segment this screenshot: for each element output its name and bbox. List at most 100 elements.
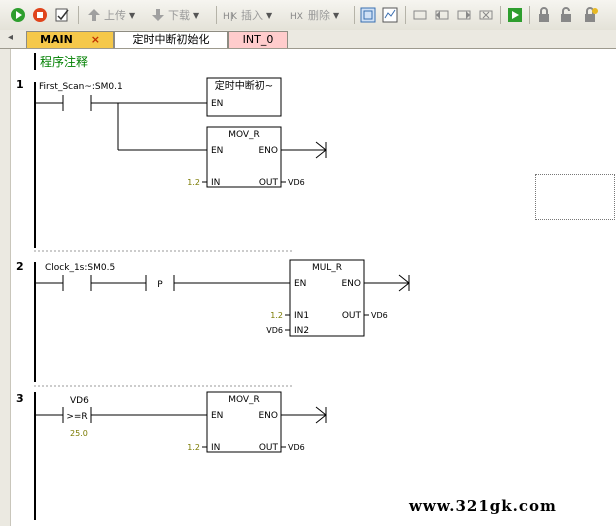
run-icon [10,7,26,23]
in2-pin: IN2 [294,326,309,336]
toolbar-separator [405,6,406,24]
eno-pin: ENO [258,411,278,421]
in1-pin: IN1 [294,311,309,321]
in-value[interactable]: 1.2 [187,178,200,187]
next-bookmark-button[interactable] [456,6,472,24]
toolbar-separator [500,6,501,24]
remove-bookmarks-icon [478,7,494,23]
positive-edge-contact[interactable]: P [145,275,175,291]
out-value[interactable]: VD6 [371,311,388,320]
insert-icon: H|K [223,7,239,23]
go-button[interactable] [507,6,523,24]
svg-text:HX: HX [290,12,303,22]
left-margin-bar [0,49,11,526]
subroutine-call-title: 定时中断初~ [215,79,273,92]
download-label: 下载 [168,9,190,22]
compile-button[interactable] [54,6,70,24]
program-comment[interactable]: 程序注释 [34,53,88,70]
subroutine-en-pin: EN [211,99,223,109]
chevron-left-icon[interactable]: ◂ [8,32,14,43]
chevron-down-icon[interactable]: ▼ [129,10,136,20]
mov-r-title: MOV_R [228,395,260,405]
mul-r-title: MUL_R [312,263,342,273]
edge-p-label: P [157,280,163,290]
coil-end-icon [398,274,410,292]
toolbar-separator [78,6,79,24]
stop-button[interactable] [32,6,48,24]
mul-r-box[interactable]: MUL_R EN ENO IN1 IN2 OUT [289,259,365,337]
contact-label: First_Scan~:SM0.1 [39,82,123,92]
lock-add-icon [582,7,598,23]
chevron-down-icon[interactable]: ▼ [333,10,340,20]
coil-end-icon [315,141,327,159]
delete-label: 删除 [308,9,330,22]
chevron-down-icon[interactable]: ▼ [193,10,200,20]
tab-main[interactable]: MAIN × [26,31,114,48]
watermark: www.321gk.com [409,497,557,515]
tab-bar: ◂ MAIN × 定时中断初始化 INT_0 [0,30,616,49]
insert-button[interactable]: H|K 插入 ▼ [223,6,272,24]
arrow-down-icon [150,7,166,23]
download-button[interactable]: 下载 ▼ [150,6,199,24]
chart-status-icon [382,7,398,23]
tab-int0[interactable]: INT_0 [228,31,288,48]
tab-timer-interrupt-init-label: 定时中断初始化 [132,33,210,46]
contact-clock-1s[interactable] [35,275,92,291]
run-button[interactable] [10,6,26,24]
prev-bookmark-icon [434,7,450,23]
en-pin: EN [211,411,223,421]
chart-status-button[interactable] [382,6,398,24]
program-status-button[interactable] [360,6,376,24]
tab-timer-interrupt-init[interactable]: 定时中断初始化 [114,31,228,48]
toolbar-separator [529,6,530,24]
mov-r-box[interactable]: MOV_R EN ENO IN OUT [206,126,282,188]
out-pin: OUT [342,311,362,321]
svg-text:H|: H| [223,12,233,22]
compile-icon [54,7,70,23]
contact-first-scan[interactable] [35,95,92,111]
lock-button[interactable] [536,6,552,24]
delete-button[interactable]: HX 删除 ▼ [290,6,339,24]
out-value[interactable]: VD6 [288,443,305,452]
prev-bookmark-button[interactable] [434,6,450,24]
en-pin: EN [294,279,306,289]
chevron-down-icon[interactable]: ▼ [266,10,273,20]
unlock-button[interactable] [558,6,574,24]
insert-label: 插入 [241,9,263,22]
arrow-up-icon [86,7,102,23]
remove-bookmarks-button[interactable] [478,6,494,24]
coil-end-icon [315,406,327,424]
contact-label: Clock_1s:SM0.5 [45,263,115,273]
toolbar-separator [216,6,217,24]
compare-value[interactable]: 25.0 [70,429,88,438]
mov-r-box[interactable]: MOV_R EN ENO IN OUT [206,391,282,453]
in-value[interactable]: 1.2 [187,443,200,452]
network-number: 2 [16,260,24,273]
delete-icon: HX [290,7,306,23]
compare-operator: >=R [66,412,87,422]
tab-main-label: MAIN [40,33,73,46]
in-pin: IN [211,178,220,188]
lock-icon [536,7,552,23]
out-value[interactable]: VD6 [288,178,305,187]
out-pin: OUT [259,178,279,188]
selection-box [535,174,615,220]
mov-r-title: MOV_R [228,130,260,140]
out-pin: OUT [259,443,279,453]
close-icon[interactable]: × [90,33,100,46]
network-number: 1 [16,78,24,91]
compare-contact[interactable]: >=R [35,407,92,423]
upload-button[interactable]: 上传 ▼ [86,6,135,24]
toolbar-separator [354,6,355,24]
lock-add-button[interactable] [582,6,598,24]
unlock-icon [558,7,574,23]
in1-value[interactable]: 1.2 [270,311,283,320]
subroutine-call-box[interactable]: 定时中断初~ EN [206,77,282,117]
bookmark-button[interactable] [412,6,428,24]
go-icon [507,7,523,23]
in2-value[interactable]: VD6 [266,326,283,335]
compare-var-label: VD6 [70,396,89,406]
in-pin: IN [211,443,220,453]
upload-label: 上传 [104,9,126,22]
